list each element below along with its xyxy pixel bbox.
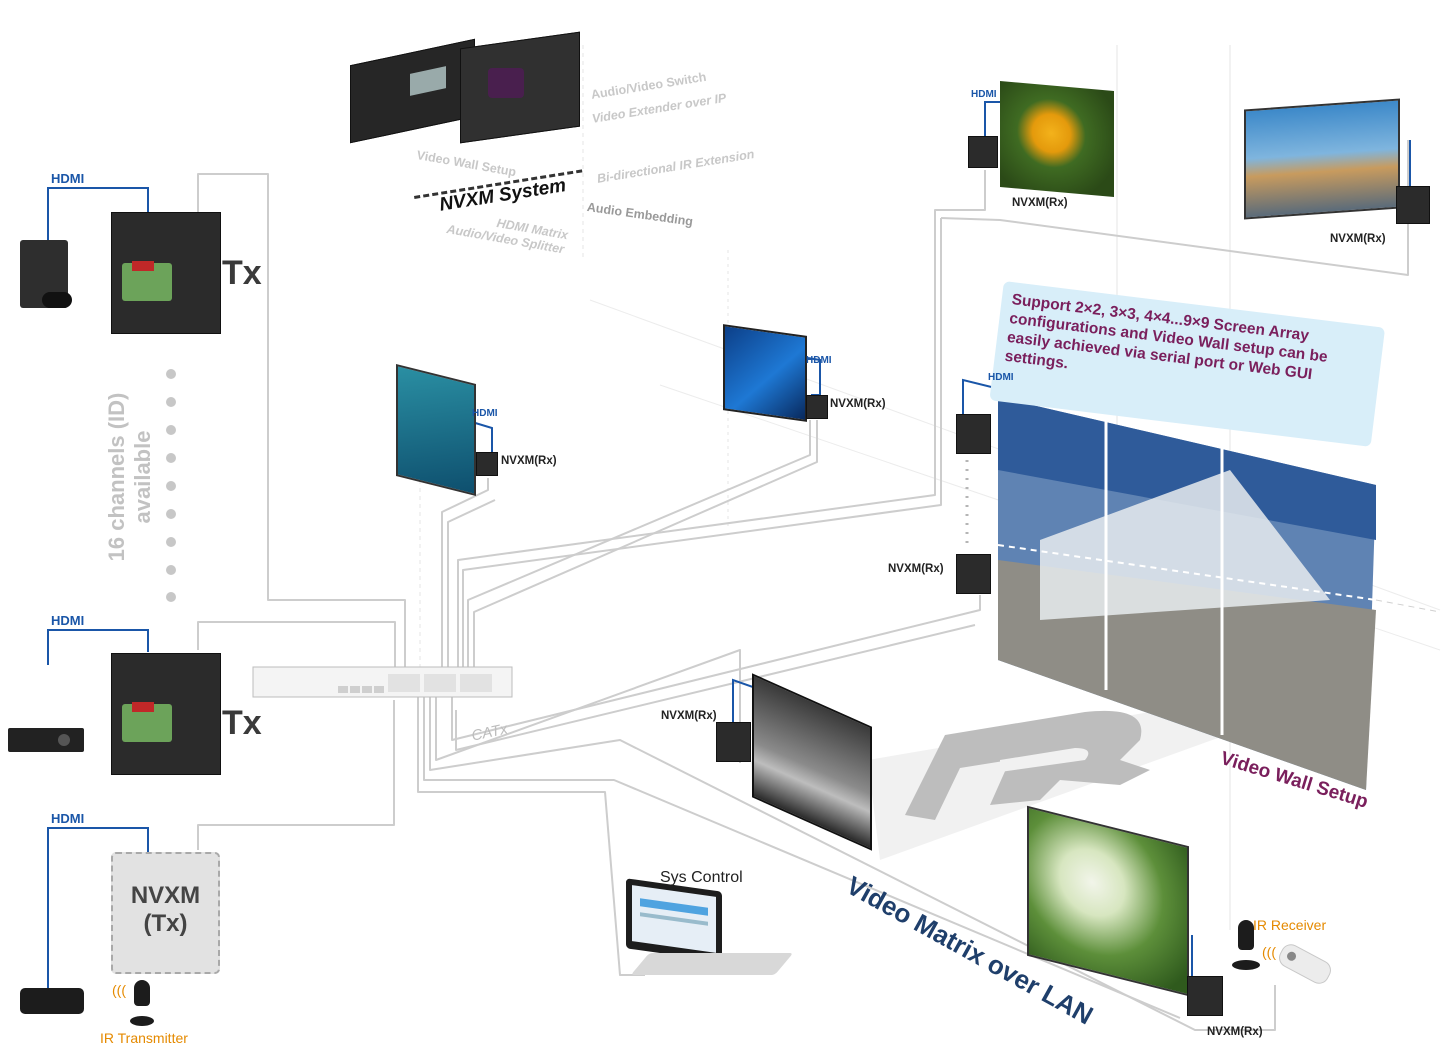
- rx-device-seascape: [1396, 186, 1430, 224]
- hdmi-label-3: HDMI: [51, 811, 85, 826]
- network-switch: [252, 666, 513, 698]
- display-left-underwater: [396, 364, 476, 496]
- ir-receiver-icon: [1232, 920, 1260, 972]
- hdmi-label-flower-display: HDMI: [971, 89, 997, 100]
- rx-label-tunnel: NVXM(Rx): [661, 710, 717, 722]
- display-center-windows: [723, 324, 807, 422]
- tx-device-2: [111, 653, 221, 775]
- nvxm-tx-box: NVXM (Tx): [111, 852, 220, 974]
- rx-device-wall-top: [956, 414, 991, 454]
- ir-receiver-label: IR Receiver: [1253, 917, 1327, 933]
- tx-device-1: [111, 212, 221, 334]
- cables: [197, 140, 1409, 1031]
- nvxm-tx-line2: (Tx): [143, 910, 188, 937]
- ir-transmitter-label: IR Transmitter: [100, 1030, 188, 1046]
- hdmi-label-wall: HDMI: [988, 372, 1014, 383]
- channels-line2: available: [130, 430, 155, 524]
- channel-dots: [166, 369, 176, 602]
- display-flower: [1000, 81, 1114, 197]
- rx-device-tunnel: [716, 722, 751, 762]
- channels-line1: 16 channels (ID): [104, 392, 129, 562]
- rx-device-center: [806, 395, 828, 419]
- tx-label-2: Tx: [222, 704, 262, 742]
- rx-label-seascape: NVXM(Rx): [1330, 233, 1386, 245]
- r-logo-graphic: [868, 700, 1240, 860]
- hdmi-label-left-display: HDMI: [472, 408, 498, 419]
- rx-label-bottom-right: NVXM(Rx): [1207, 1026, 1263, 1038]
- video-wall-panel: [997, 397, 1441, 790]
- rx-device-wall-bottom: [956, 554, 991, 594]
- rx-device-left: [476, 452, 498, 476]
- ir-transmitter-icon: [130, 980, 154, 1030]
- media-box-icon: [20, 988, 84, 1014]
- rx-device-bottom-right: [1187, 976, 1223, 1016]
- av-receiver-icon: [8, 728, 84, 752]
- ir-waves-left: (((: [112, 982, 126, 998]
- hdmi-label-1: HDMI: [51, 171, 85, 186]
- rx-device-flower: [968, 136, 998, 168]
- hdmi-links: [47, 101, 1411, 990]
- nvxm-product-photo: [350, 31, 582, 144]
- channels-label: 16 channels (ID) available: [104, 374, 156, 580]
- laptop-icon: [626, 878, 794, 977]
- rx-label-center: NVXM(Rx): [830, 398, 886, 410]
- rx-label-left: NVXM(Rx): [501, 455, 557, 467]
- hdmi-label-center-display: HDMI: [806, 355, 832, 366]
- rx-label-flower: NVXM(Rx): [1012, 197, 1068, 209]
- tx-label-1: Tx: [222, 254, 262, 292]
- rx-label-wall: NVXM(Rx): [888, 563, 944, 575]
- nvxm-tx-line1: NVXM: [130, 882, 201, 909]
- hdmi-label-2: HDMI: [51, 613, 85, 628]
- sys-control-label: Sys Control: [660, 869, 743, 886]
- display-seascape: [1244, 98, 1400, 220]
- game-console-icon: [18, 240, 74, 310]
- ir-waves-right: (((: [1262, 944, 1276, 960]
